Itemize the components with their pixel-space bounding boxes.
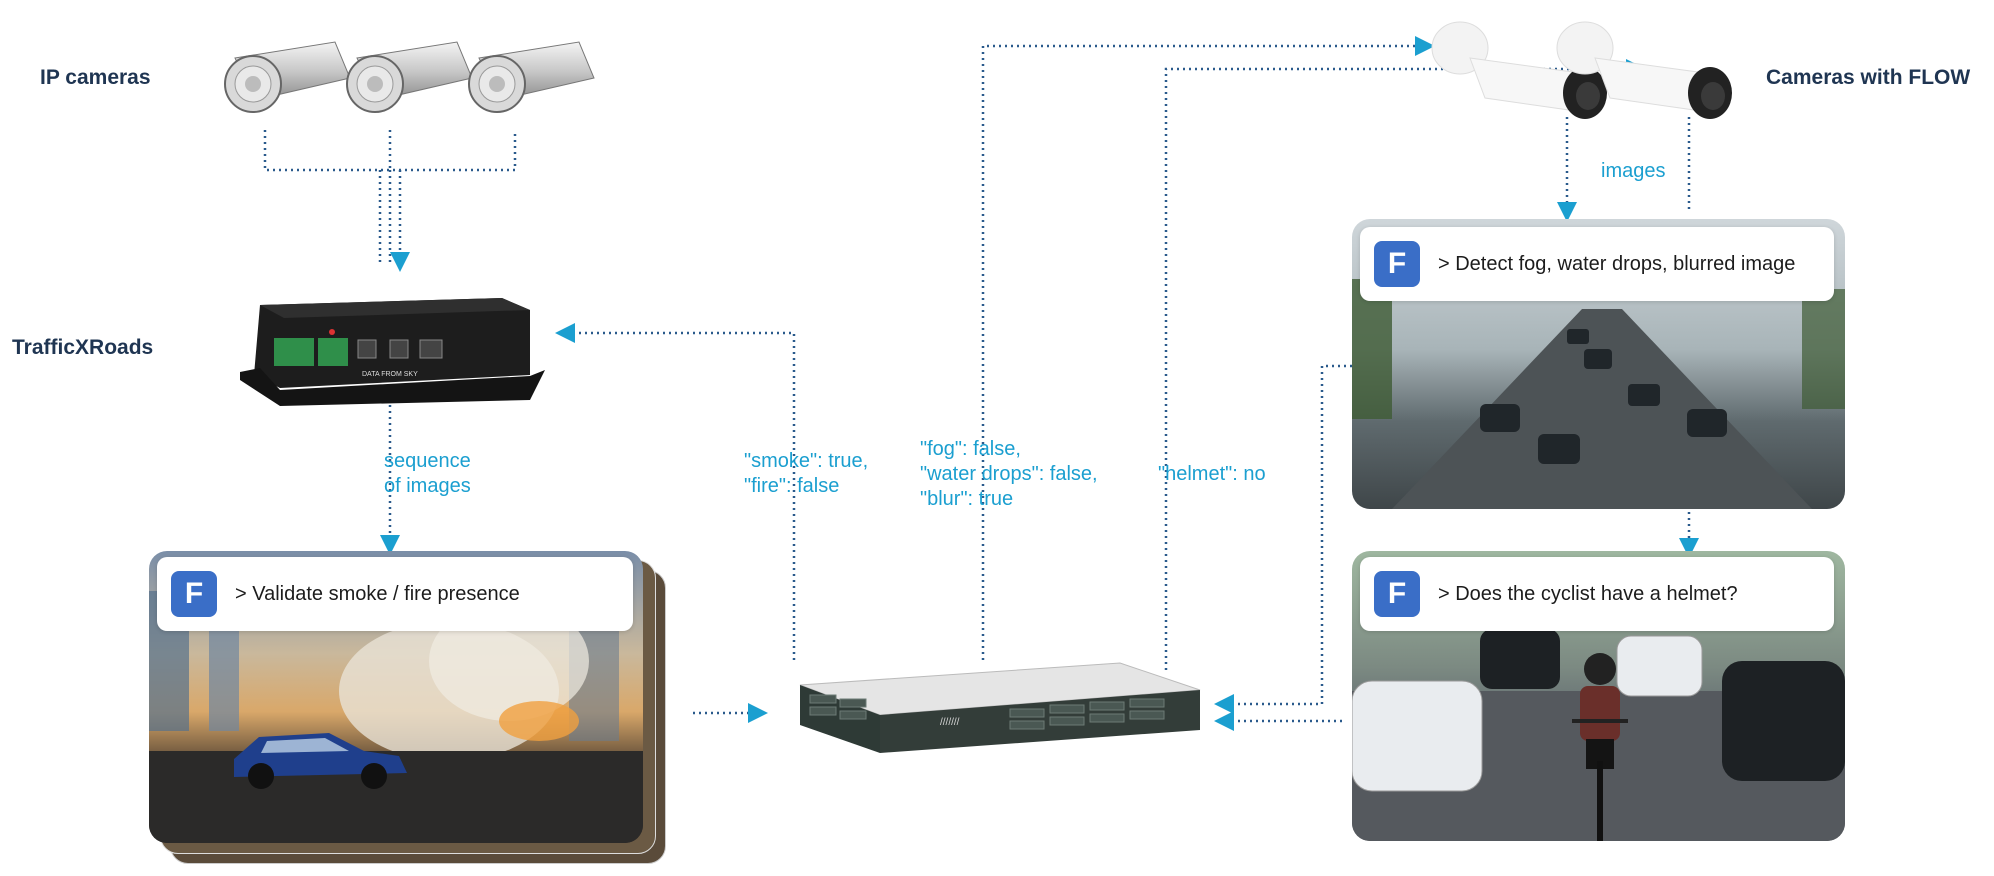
ip-cameras-title: IP cameras [40, 66, 151, 89]
flow-badge-icon: F [1374, 241, 1420, 287]
helmet-prompt-bar: F > Does the cyclist have a helmet? [1360, 557, 1834, 631]
helmet-scene [1352, 629, 1845, 841]
fog-panel-to-server-line [1214, 364, 1352, 714]
images-label: images [1601, 160, 1666, 182]
server-to-edge-line [555, 323, 796, 660]
helmet-result: "helmet": no [1158, 463, 1266, 485]
fog-water-blur-result: "fog": false, "water drops": false, "blu… [920, 438, 1098, 510]
server-to-flow-camera-1-line [981, 36, 1435, 660]
helmet-prompt-text: > Does the cyclist have a helmet? [1438, 582, 1738, 605]
ip-camera-icon [224, 41, 595, 113]
smoke-prompt-bar: F > Validate smoke / fire presence [157, 557, 633, 631]
trafficxroads-title: TrafficXRoads [12, 336, 154, 359]
smoke-prompt-text: > Validate smoke / fire presence [235, 582, 520, 605]
smoke-panel: F > Validate smoke / fire presence [149, 551, 643, 843]
edge-box-brand: DATA FROM SKY [362, 371, 418, 378]
ip-camera-bus-line [263, 130, 517, 172]
smoke-fire-result: "smoke": true, "fire": false [744, 450, 869, 497]
fog-panel: F > Detect fog, water drops, blurred ima… [1352, 219, 1845, 509]
flow-badge-icon: F [171, 571, 217, 617]
edge-device-icon: DATA FROM SKY [240, 298, 545, 406]
helmet-panel: F > Does the cyclist have a helmet? [1352, 551, 1845, 841]
cameras-with-flow-title: Cameras with FLOW [1766, 66, 1971, 89]
server-icon: /////// [799, 662, 1201, 753]
fog-prompt-bar: F > Detect fog, water drops, blurred ima… [1360, 227, 1834, 301]
server-to-flow-camera-2-line [1164, 59, 1646, 670]
car-icon [234, 733, 407, 789]
flow-badge-icon: F [1374, 571, 1420, 617]
cyclist-icon [1572, 653, 1628, 841]
server-brand: /////// [940, 717, 960, 728]
fog-scene [1352, 279, 1845, 509]
smoke-scene [149, 591, 643, 843]
sequence-of-images-label: sequence of images [384, 450, 471, 497]
flow-camera-icon [1431, 21, 1732, 119]
fog-prompt-text: > Detect fog, water drops, blurred image [1438, 252, 1796, 275]
